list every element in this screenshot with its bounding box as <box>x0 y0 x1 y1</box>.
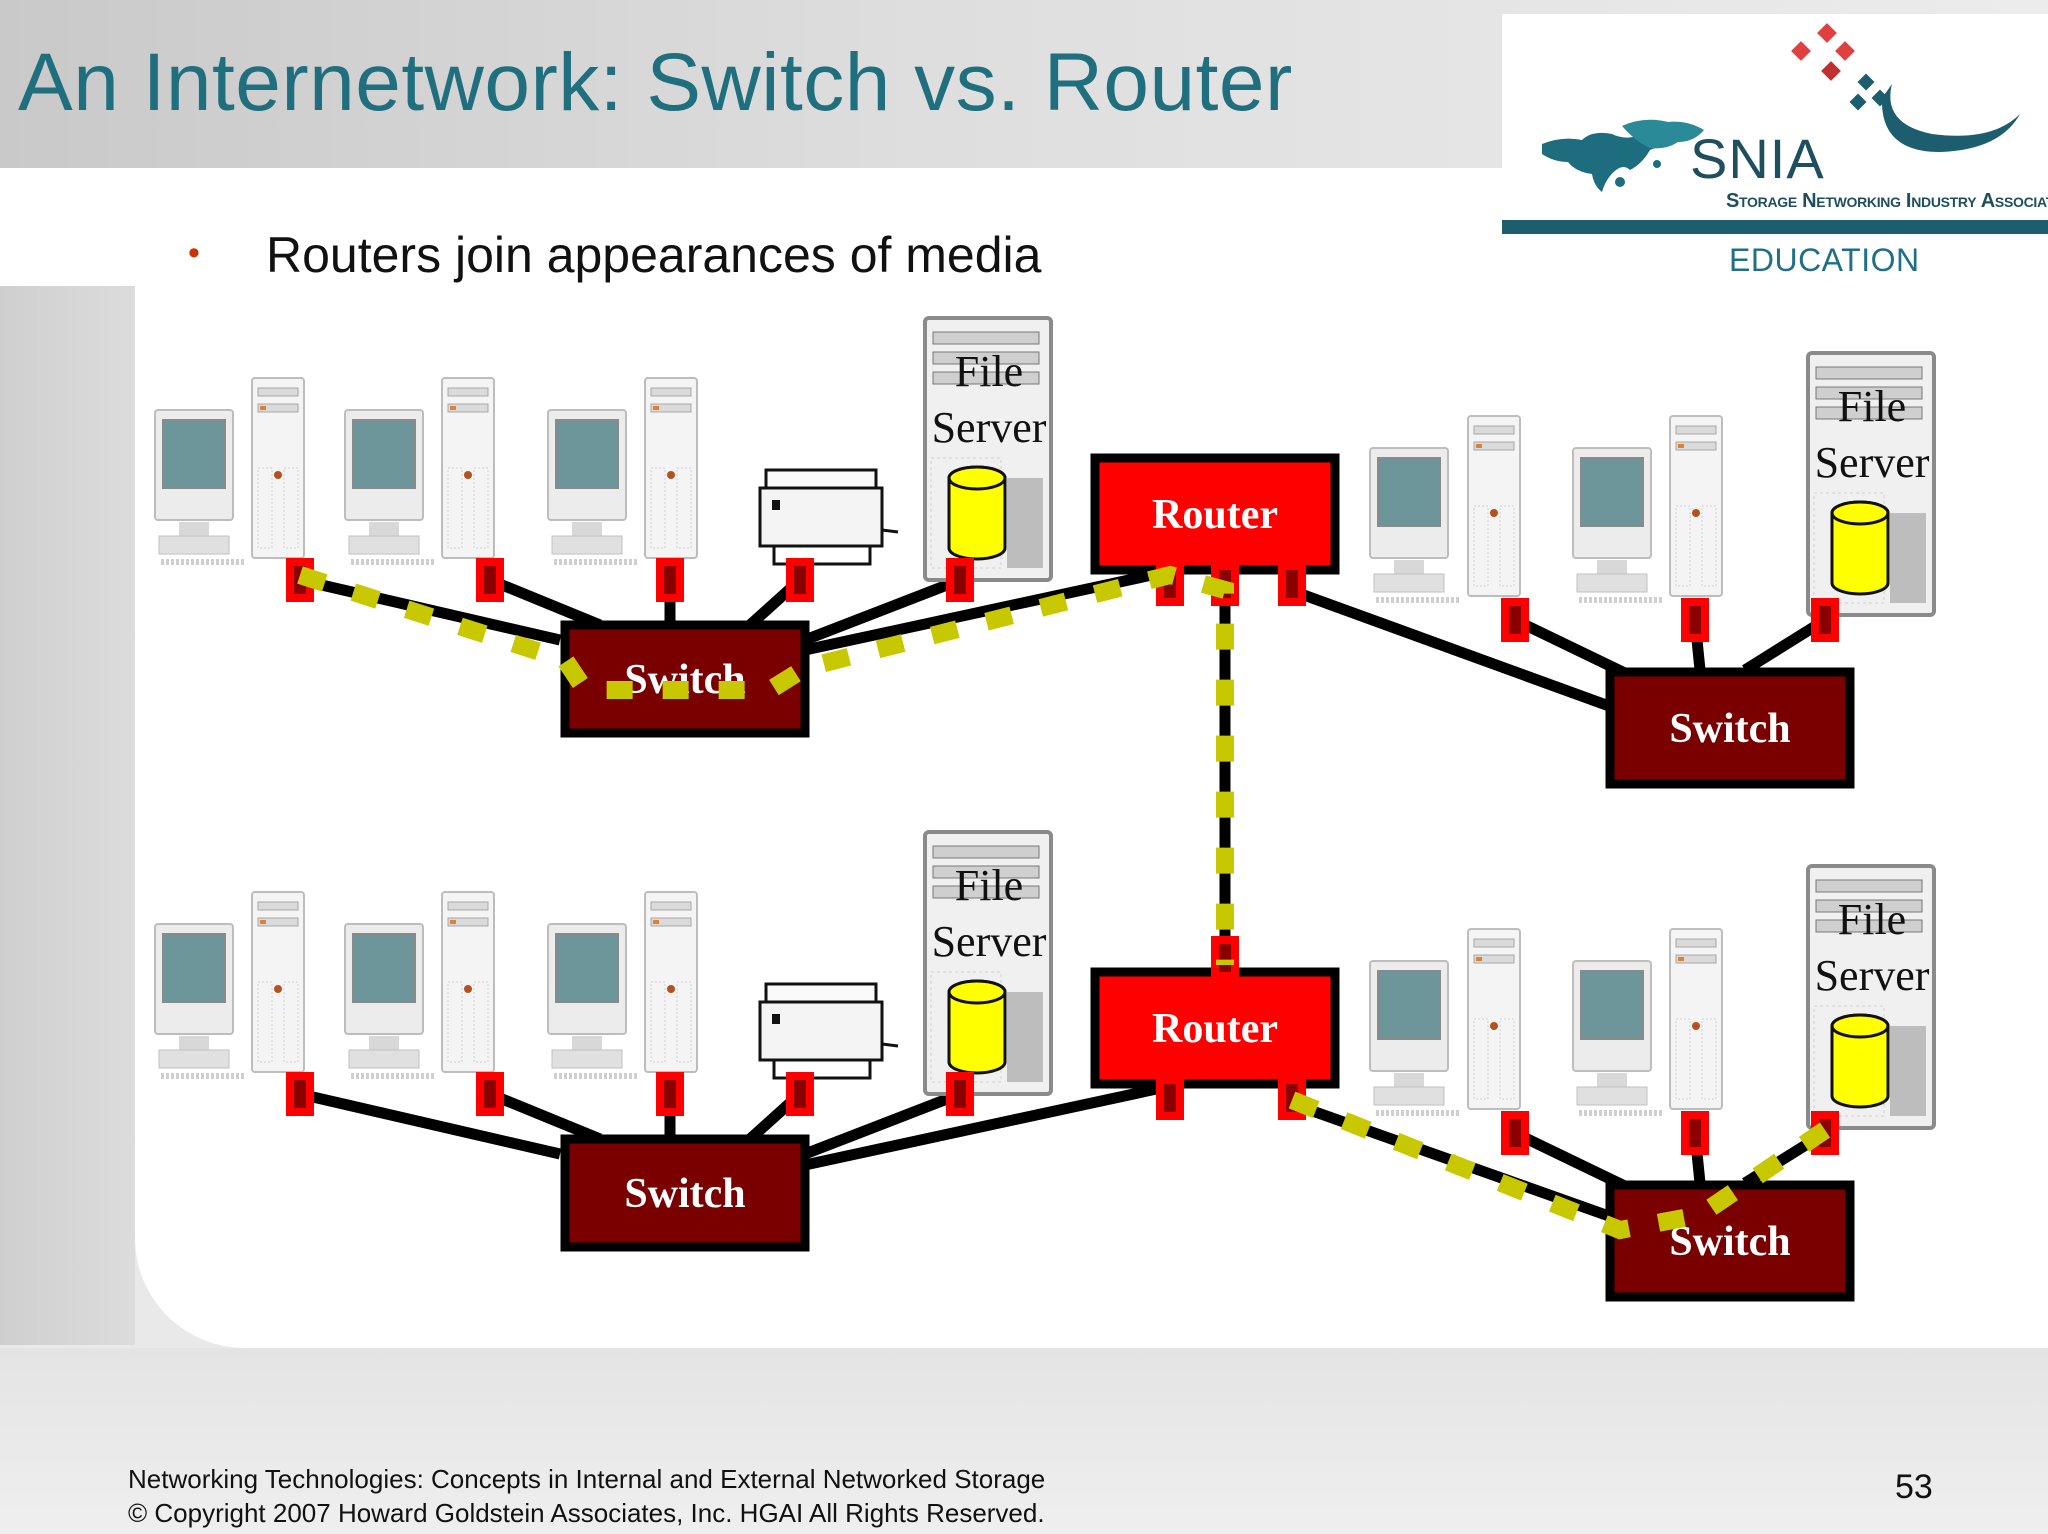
network-cable <box>487 574 603 631</box>
pc-tower <box>251 891 305 1073</box>
network-port-slot <box>1219 944 1231 972</box>
file-server-label-server: Server <box>1815 951 1930 1000</box>
network-port-slot <box>294 1080 306 1108</box>
pc-monitor <box>155 924 245 1076</box>
switch-label: Switch <box>1669 1219 1790 1265</box>
logo-subtitle: Storage Networking Industry Association <box>1726 190 2048 212</box>
network-port-slot <box>1819 606 1831 634</box>
file-server-label-file: File <box>955 861 1023 910</box>
network-cable <box>803 574 962 646</box>
pc-monitor <box>1573 448 1663 600</box>
pc-monitor <box>345 410 435 562</box>
page-number: 53 <box>1895 1468 1933 1506</box>
switch-label: Switch <box>624 1171 745 1217</box>
file-server-label-file: File <box>1838 895 1906 944</box>
pc-monitor <box>548 410 638 562</box>
network-port-slot <box>1689 1119 1701 1147</box>
disk-icon <box>947 478 1007 561</box>
switch <box>1605 667 1855 789</box>
pc-tower <box>441 377 495 559</box>
network-port-slot <box>484 566 496 594</box>
file-server-label-server: Server <box>1815 438 1930 487</box>
network-devices: FileServerSwitchFileServerSwitchFileServ… <box>155 316 1936 1302</box>
network-port-slot <box>1164 1084 1176 1112</box>
network-cable <box>803 1079 1177 1171</box>
file-server-label-server: Server <box>932 917 1047 966</box>
switch <box>560 1134 810 1252</box>
pc-monitor <box>1370 961 1460 1113</box>
footer-course-title: Networking Technologies: Concepts in Int… <box>128 1464 1046 1494</box>
disk-icon <box>1830 1026 1890 1109</box>
file-server-label-server: Server <box>932 403 1047 452</box>
network-cable <box>298 1088 562 1160</box>
file-server-label-file: File <box>1838 382 1906 431</box>
slide-title: An Internetwork: Switch vs. Router <box>18 37 1293 128</box>
network-cable <box>803 1088 962 1160</box>
network-port-slot <box>1509 606 1521 634</box>
router-label: Router <box>1152 1006 1278 1052</box>
pc-monitor <box>548 924 638 1076</box>
disk-icon <box>947 992 1007 1075</box>
pc-tower <box>1467 928 1521 1110</box>
disk-icon <box>1830 513 1890 596</box>
disk-lid <box>1830 500 1890 526</box>
pc-monitor <box>155 410 245 562</box>
snia-logo-graphic <box>1542 23 2020 192</box>
network-port-slot <box>664 1080 676 1108</box>
printer <box>758 468 900 566</box>
network-port-slot <box>664 566 676 594</box>
pc-tower <box>251 377 305 559</box>
pc-monitor <box>345 924 435 1076</box>
printer <box>758 982 900 1080</box>
switch <box>560 620 810 738</box>
pc-tower <box>1467 415 1521 597</box>
pc-tower <box>1669 928 1723 1110</box>
pc-tower <box>644 891 698 1073</box>
footer-copyright: © Copyright 2007 Howard Goldstein Associ… <box>128 1498 1045 1528</box>
network-port-slot <box>794 566 806 594</box>
packet-path <box>1288 1091 1831 1240</box>
network-port-slot <box>954 1080 966 1108</box>
bullet-icon: • <box>188 234 200 272</box>
pc-monitor <box>1573 961 1663 1113</box>
network-cable <box>487 1088 603 1145</box>
disk-lid <box>1830 1013 1890 1039</box>
pc-tower <box>441 891 495 1073</box>
pc-tower <box>1669 415 1723 597</box>
file-server-label-file: File <box>955 347 1023 396</box>
footer-background <box>0 1348 2048 1534</box>
left-side-band <box>0 285 135 1345</box>
router <box>1090 967 1340 1089</box>
network-port-slot <box>1509 1119 1521 1147</box>
network-cables <box>298 564 1828 1226</box>
switch-label: Switch <box>1669 706 1790 752</box>
network-port-slot <box>1689 606 1701 634</box>
bullet-text: Routers join appearances of media <box>266 227 1042 283</box>
logo-bar <box>1502 220 2048 234</box>
logo-education: EDUCATION <box>1729 242 1920 278</box>
network-port-slot <box>484 1080 496 1108</box>
disk-lid <box>947 465 1007 491</box>
network-cable <box>1288 584 1622 716</box>
packet-paths <box>297 565 1831 1240</box>
pc-monitor <box>1370 448 1460 600</box>
snia-logo: SNIA Storage Networking Industry Associa… <box>1502 14 2048 284</box>
disk-lid <box>947 979 1007 1005</box>
packet-path <box>297 565 1234 965</box>
network-port-slot <box>954 566 966 594</box>
router-label: Router <box>1152 492 1278 538</box>
network-port-slot <box>1286 570 1298 598</box>
logo-name: SNIA <box>1690 127 1825 190</box>
pc-tower <box>644 377 698 559</box>
network-port-slot <box>794 1080 806 1108</box>
